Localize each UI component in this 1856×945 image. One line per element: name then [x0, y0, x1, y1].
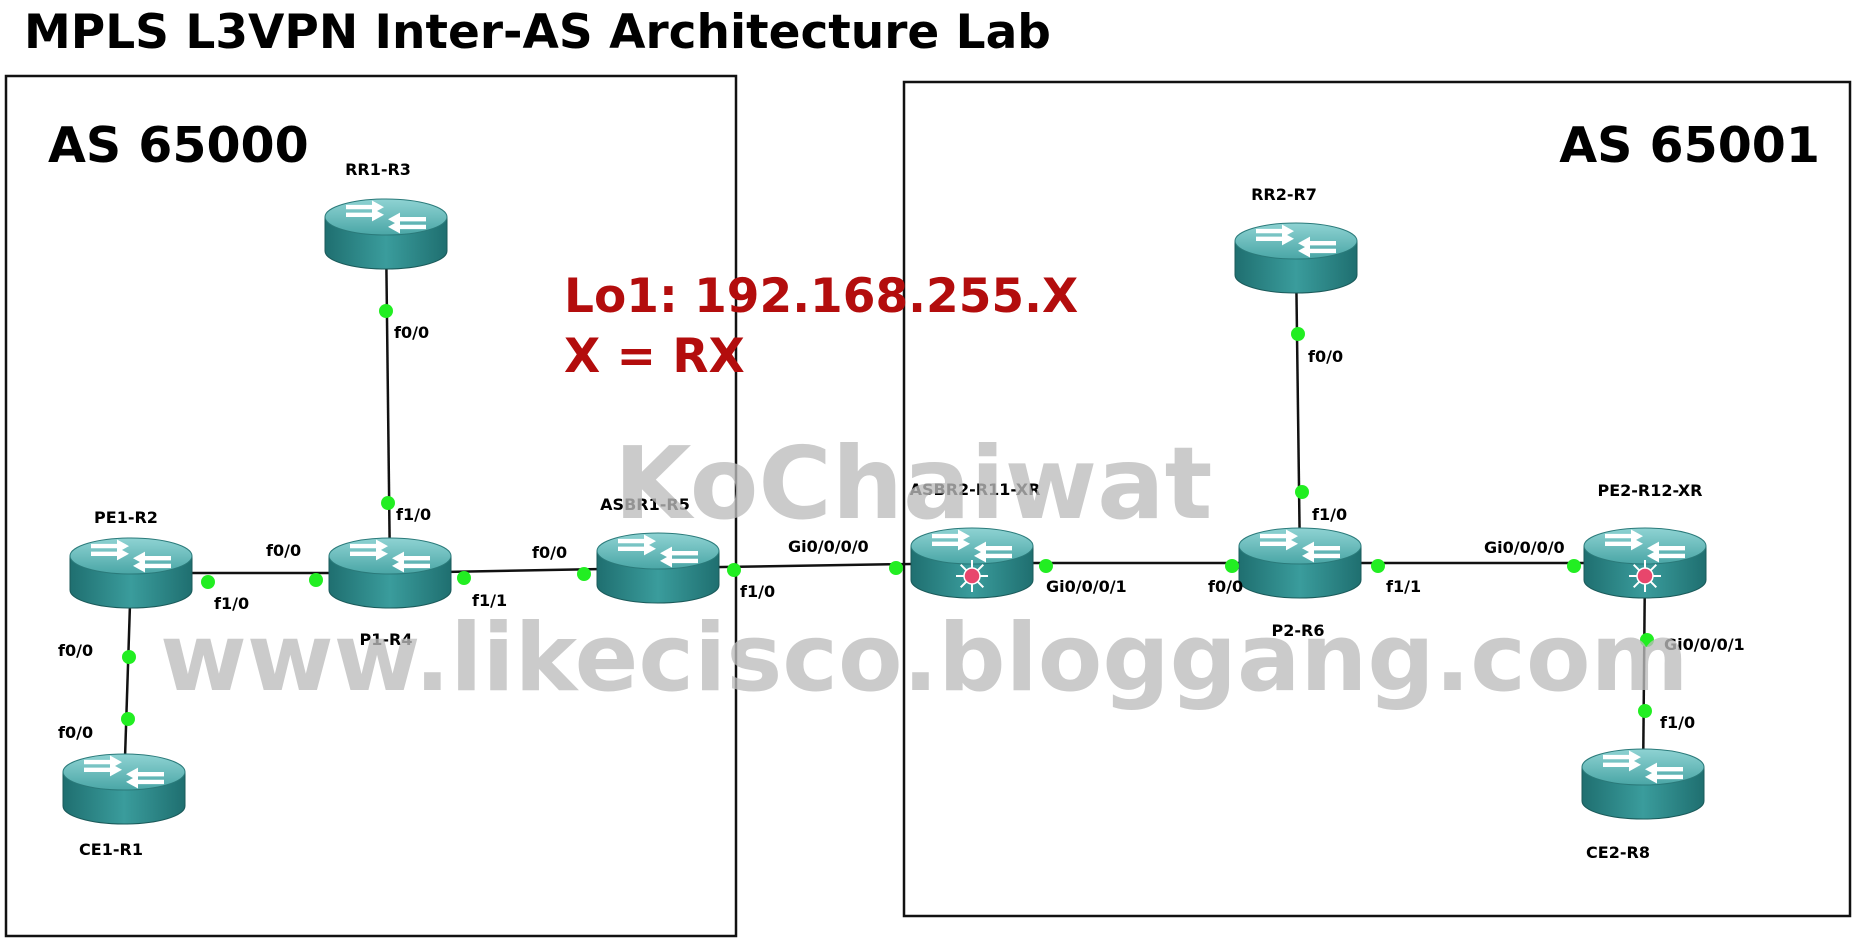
port-label-pe2-ce2-a: Gi0/0/0/1 [1664, 635, 1745, 654]
port-label-pe1-p1-a: f1/0 [214, 594, 249, 613]
router-label-rr1: RR1-R3 [345, 160, 411, 179]
router-p2[interactable] [1238, 527, 1362, 599]
port-dot-p1-asbr1-a[interactable] [457, 571, 471, 585]
router-label-asbr1: ASBR1-R5 [600, 495, 690, 514]
router-arrows-icon [350, 539, 430, 573]
port-dot-rr2-p2-b[interactable] [1295, 485, 1309, 499]
port-label-rr1-p1-a: f0/0 [394, 323, 429, 342]
router-arrows-icon [346, 200, 426, 234]
port-label-p2-pe2-a: f1/1 [1386, 577, 1421, 596]
xr-starburst-icon [956, 560, 988, 592]
router-pe1[interactable] [69, 537, 193, 609]
port-label-asbr2-p2-b: f0/0 [1208, 577, 1243, 596]
port-label-p1-asbr1-a: f1/1 [472, 591, 507, 610]
router-arrows-icon [618, 534, 698, 568]
router-top [1581, 748, 1705, 786]
port-dot-asbr2-p2-a[interactable] [1039, 559, 1053, 573]
router-top [1238, 527, 1362, 565]
ports-layer: f0/0f1/0f1/0f0/0f0/0f0/0f1/1f0/0f1/0Gi0/… [58, 304, 1745, 742]
port-label-asbr1-asbr2-a: f1/0 [740, 582, 775, 601]
router-asbr2[interactable] [910, 527, 1034, 599]
link-pe1-ce1 [122, 572, 133, 790]
port-label-rr2-p2-a: f0/0 [1308, 347, 1343, 366]
link-rr2-p2 [1294, 257, 1302, 564]
router-label-ce1: CE1-R1 [79, 840, 143, 859]
router-arrows-icon [91, 539, 171, 573]
router-top [69, 537, 193, 575]
port-dot-p2-pe2-a[interactable] [1371, 559, 1385, 573]
port-dot-rr1-p1-b[interactable] [381, 496, 395, 510]
diagram-title: MPLS L3VPN Inter-AS Architecture Lab [24, 5, 1051, 60]
router-top [1583, 527, 1707, 565]
router-rr2[interactable] [1234, 222, 1358, 294]
router-rr1[interactable] [324, 198, 448, 270]
router-arrows-icon [1260, 529, 1340, 563]
router-label-rr2: RR2-R7 [1251, 185, 1317, 204]
loopback-annotation-line2: X = RX [564, 329, 745, 384]
link-pe2-ce2 [1641, 562, 1647, 785]
router-arrows-icon [1605, 529, 1685, 563]
xr-starburst-icon [1629, 560, 1661, 592]
port-label-asbr1-asbr2-b: Gi0/0/0/0 [788, 537, 869, 556]
watermark-brand: KoChaiwat [614, 425, 1212, 542]
router-label-pe1: PE1-R2 [94, 508, 158, 527]
port-dot-asbr1-asbr2-b[interactable] [889, 561, 903, 575]
port-dot-p1-asbr1-b[interactable] [577, 567, 591, 581]
router-top [62, 753, 186, 791]
port-label-pe2-ce2-b: f1/0 [1660, 713, 1695, 732]
router-pe2[interactable] [1583, 527, 1707, 599]
port-label-rr2-p2-b: f1/0 [1312, 505, 1347, 524]
router-label-ce2: CE2-R8 [1586, 843, 1650, 862]
router-arrows-icon [932, 529, 1012, 563]
as-65001-boundary [902, 80, 1852, 918]
router-ce1[interactable] [62, 753, 186, 825]
port-dot-pe1-p1-b[interactable] [309, 573, 323, 587]
port-label-pe1-ce1-a: f0/0 [58, 641, 93, 660]
port-label-rr1-p1-b: f1/0 [396, 505, 431, 524]
router-top [1234, 222, 1358, 260]
router-top [324, 198, 448, 236]
port-label-p1-asbr1-b: f0/0 [532, 543, 567, 562]
router-label-p2: P2-R6 [1272, 621, 1325, 640]
router-top [328, 537, 452, 575]
router-arrows-icon [1603, 750, 1683, 784]
port-dot-rr1-p1-a[interactable] [379, 304, 393, 318]
port-label-pe1-ce1-b: f0/0 [58, 723, 93, 742]
port-label-asbr2-p2-a: Gi0/0/0/1 [1046, 577, 1127, 596]
port-dot-p2-pe2-b[interactable] [1567, 559, 1581, 573]
port-dot-pe1-ce1-a[interactable] [122, 650, 136, 664]
port-dot-pe1-p1-a[interactable] [201, 575, 215, 589]
port-label-pe1-p1-b: f0/0 [266, 541, 301, 560]
router-asbr1[interactable] [596, 532, 720, 604]
port-dot-pe2-ce2-b[interactable] [1638, 704, 1652, 718]
link-rr1-p1 [384, 233, 392, 574]
watermark-url: www.likecisco.bloggang.com [160, 604, 1689, 713]
router-p1[interactable] [328, 537, 452, 609]
port-dot-asbr2-p2-b[interactable] [1225, 559, 1239, 573]
router-arrows-icon [84, 755, 164, 789]
as-65001-label: AS 65001 [1559, 117, 1820, 174]
port-dot-rr2-p2-a[interactable] [1291, 327, 1305, 341]
router-arrows-icon [1256, 224, 1336, 258]
as-65000-boundary [4, 74, 738, 938]
port-dot-pe1-ce1-b[interactable] [121, 712, 135, 726]
router-label-pe2: PE2-R12-XR [1597, 481, 1702, 500]
router-label-p1: P1-R4 [360, 630, 413, 649]
router-label-asbr2: ASBR2-R11-XR [910, 480, 1041, 499]
port-label-p2-pe2-b: Gi0/0/0/0 [1484, 538, 1565, 557]
port-dot-asbr1-asbr2-a[interactable] [727, 563, 741, 577]
router-ce2[interactable] [1581, 748, 1705, 820]
as-65000-label: AS 65000 [48, 117, 309, 174]
loopback-annotation-line1: Lo1: 192.168.255.X [564, 269, 1078, 324]
port-dot-pe2-ce2-a[interactable] [1640, 633, 1654, 647]
